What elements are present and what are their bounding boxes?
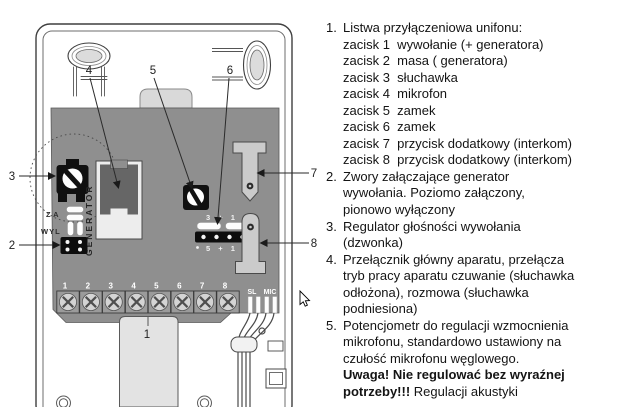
screw-terminal: 2 [79, 282, 103, 314]
legend-line: zacisk 5 zamek [343, 102, 436, 118]
legend-item-number: 3. [326, 218, 337, 234]
legend-line: Przełącznik główny aparatu, przełącza [343, 251, 565, 267]
case-slot-small [267, 340, 284, 352]
callout-leader-lines [19, 77, 309, 249]
legend-item-number: 4. [326, 251, 337, 267]
screw-terminal: 3 [102, 282, 126, 314]
legend-line: Zwory załączające generator [343, 168, 510, 184]
mouse-cursor [299, 289, 311, 307]
mode-switch [95, 159, 143, 240]
svg-text:2: 2 [86, 282, 91, 291]
svg-text:4: 4 [131, 282, 136, 291]
callout-label-4: 4 [86, 65, 93, 77]
screw-terminal: 1 [56, 282, 80, 314]
legend-list: 1. Listwa przyłączeniowa unifonu:zacisk 1… [326, 20, 640, 401]
legend-line: mikrofonu, standardowo ustawiony na [343, 334, 562, 350]
legend-item: 3. Regulator głośności wywołania(dzwonka) [326, 219, 640, 252]
legend-line: zacisk 8 przycisk dodatkowy (interkom) [343, 152, 573, 168]
screw-terminal: 8 [216, 282, 240, 314]
callout-label-1: 1 [144, 329, 150, 341]
bottom-screw-right [197, 395, 212, 407]
legend-line: zacisk 4 mikrofon [343, 86, 448, 102]
legend: 1. Listwa przyłączeniowa unifonu:zacisk 1… [326, 20, 640, 401]
za-jumpers: ZA [46, 206, 84, 221]
volume-potentiometer [56, 159, 89, 202]
callout-label-6: 6 [227, 65, 233, 77]
sl-label: SL [248, 289, 258, 296]
svg-text:5: 5 [154, 282, 159, 291]
legend-line: czułość mikrofonu węglowego. [343, 350, 520, 366]
terminal-strip: 1 2 3 4 5 [56, 282, 240, 314]
svg-text:1: 1 [63, 282, 68, 291]
legend-item-number: 2. [326, 168, 337, 184]
sl-mic-pins: SL MIC [248, 289, 278, 314]
legend-line: zacisk 1 wywołanie (+ generatora) [343, 36, 544, 52]
svg-text:8: 8 [223, 282, 228, 291]
cable-clamp [230, 336, 258, 353]
jumper-row-bottom-label: 5 + 1 [206, 244, 238, 253]
za-label: ZA [46, 210, 61, 219]
screw-terminal: 4 [124, 282, 149, 314]
jumper-row-top-label: 3 + 1 [206, 213, 238, 222]
mic-potentiometer [183, 185, 209, 210]
button-stem-7 [232, 141, 267, 202]
generator-jumper-block [60, 237, 88, 254]
callout-label-2: 2 [9, 240, 15, 252]
generator-label: GENERATOR [84, 184, 94, 256]
legend-item-number: 5. [326, 317, 337, 333]
legend-line: potrzeby!!! Regulacji akustyki [343, 384, 518, 400]
intercom-diagram: GENERATOR ZA WYL 3 + 1 [9, 23, 317, 407]
screw-terminal: 6 [170, 282, 194, 314]
mounting-keyhole-right [212, 40, 272, 90]
button-stem-8 [235, 212, 266, 274]
top-bump [139, 88, 193, 109]
svg-text:3: 3 [108, 282, 113, 291]
legend-line: Uwaga! Nie regulować bez wyraźnej [343, 367, 565, 383]
mounting-keyhole-left [67, 42, 111, 97]
mic-label: MIC [264, 289, 277, 296]
callout-label-3: 3 [9, 171, 15, 183]
legend-line: odłożona), rozmowa (słuchawka [343, 284, 529, 300]
wyl-label: WYL [41, 227, 61, 236]
legend-line: zacisk 3 słuchawka [343, 69, 458, 85]
legend-line: zacisk 2 masa ( generatora) [343, 53, 508, 69]
wyl-jumpers: WYL [41, 221, 84, 236]
case-slot-square [265, 368, 287, 389]
screw-terminal: 5 [147, 282, 172, 314]
legend-line: tryb pracy aparatu czuwanie (słuchawka [343, 268, 575, 284]
callout-label-8: 8 [311, 238, 317, 250]
svg-text:6: 6 [177, 282, 182, 291]
legend-line: podniesiona) [343, 301, 418, 317]
legend-line: wywołania. Poziomo załączony, [343, 185, 525, 201]
legend-line: pionowo wyłączony [343, 202, 456, 218]
bottom-screw-left [56, 395, 71, 407]
svg-text:7: 7 [200, 282, 205, 291]
handset-channel [119, 316, 179, 407]
legend-line: Listwa przyłączeniowa unifonu: [343, 20, 523, 35]
legend-item-number: 1. [326, 20, 337, 35]
legend-line: zacisk 7 przycisk dodatkowy (interkom) [343, 135, 573, 151]
legend-line: zacisk 6 zamek [343, 119, 436, 135]
callout-label-7: 7 [311, 168, 317, 180]
callout-label-5: 5 [150, 65, 156, 77]
screw-terminal: 7 [193, 282, 217, 314]
legend-item: 1. Listwa przyłączeniowa unifonu:zacisk 1… [326, 20, 640, 169]
legend-line: Potencjometr do regulacji wzmocnienia [343, 317, 569, 333]
legend-line: Regulator głośności wywołania [343, 218, 521, 234]
legend-line: (dzwonka) [343, 235, 403, 251]
